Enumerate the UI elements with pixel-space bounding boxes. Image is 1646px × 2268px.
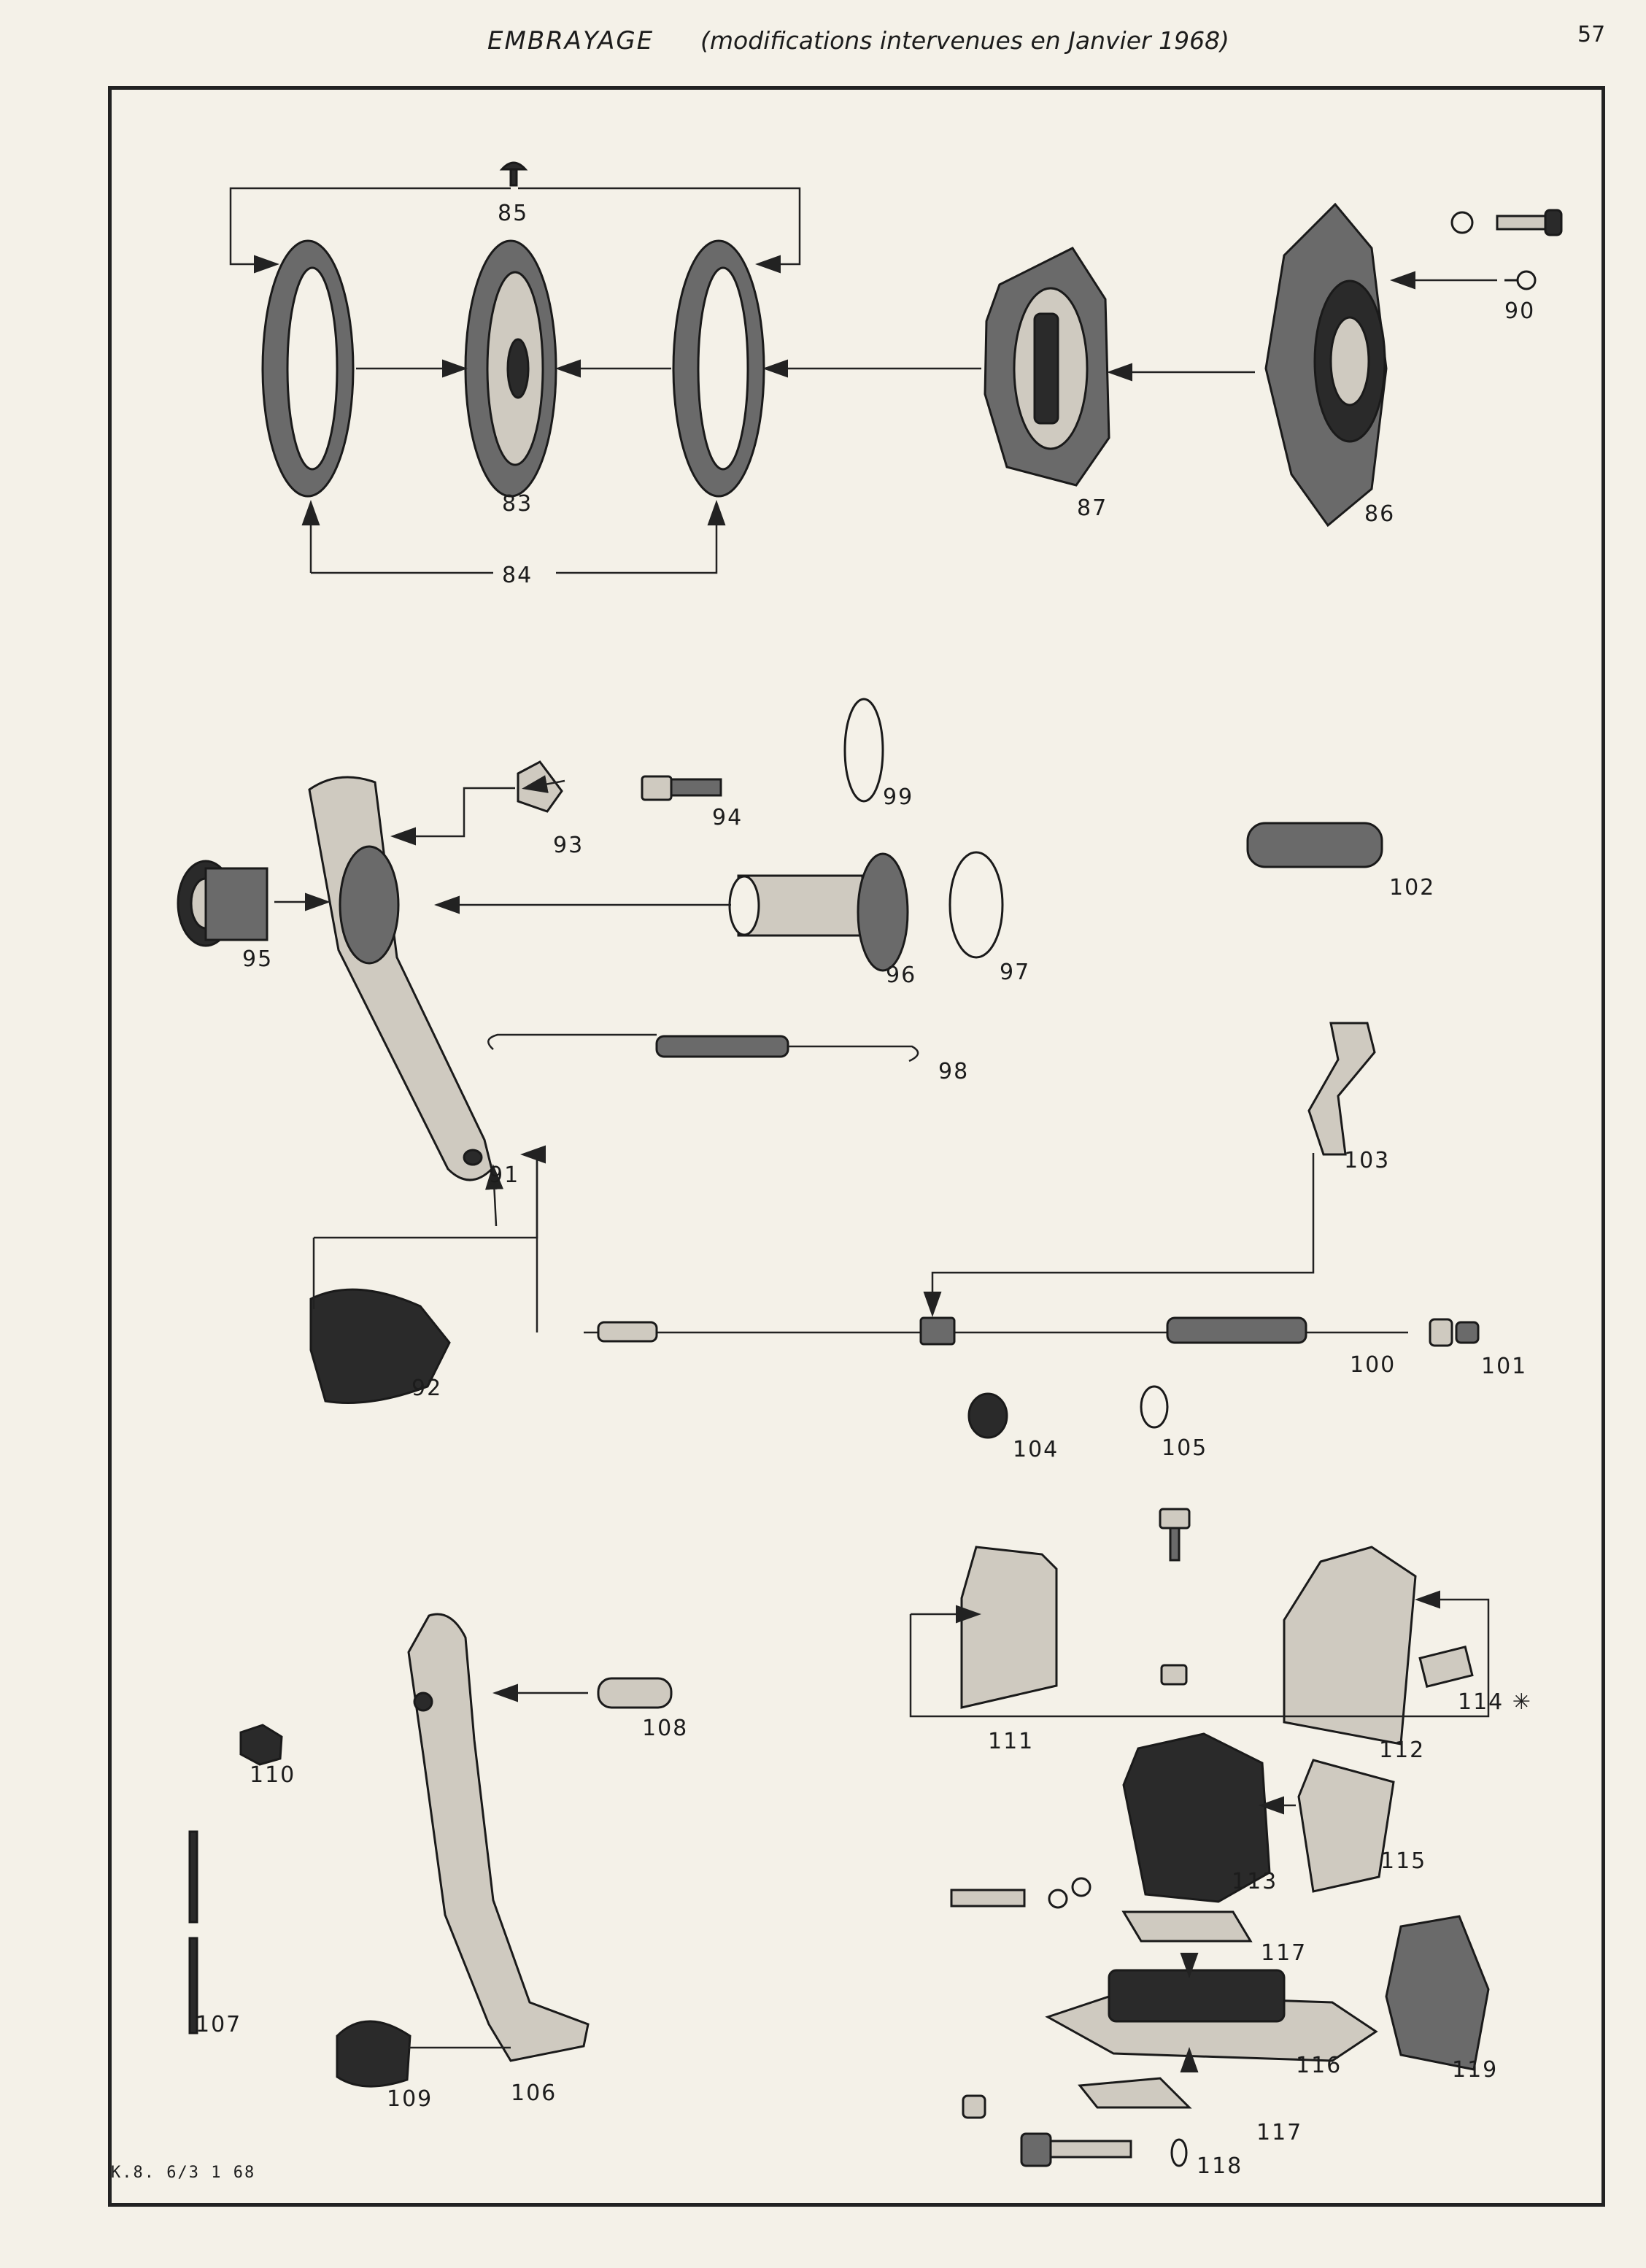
callout-114: 114 ✳ xyxy=(1458,1689,1532,1715)
part-99-ring xyxy=(843,698,884,803)
callout-101: 101 xyxy=(1481,1354,1527,1379)
callout-84: 84 xyxy=(502,563,533,588)
section-2-leader-lines xyxy=(274,775,1315,1332)
callout-110: 110 xyxy=(250,1762,295,1788)
part-87-pressure-plate xyxy=(984,247,1110,487)
callout-109: 109 xyxy=(387,2086,433,2112)
callout-96: 96 xyxy=(886,963,916,988)
part-119-block xyxy=(1385,1915,1490,2071)
callout-103: 103 xyxy=(1344,1148,1390,1173)
callout-94: 94 xyxy=(712,805,743,830)
callout-83: 83 xyxy=(502,491,533,517)
callout-99: 99 xyxy=(883,784,913,810)
part-113-rubber-mount xyxy=(1122,1732,1271,1903)
callout-119: 119 xyxy=(1452,2057,1498,2083)
part-91-release-fork xyxy=(308,776,493,1181)
callout-112: 112 xyxy=(1379,1737,1425,1763)
callout-labels: 85 83 84 87 86 90 99 93 94 102 95 96 97 … xyxy=(111,201,1535,2182)
part-85-rivet xyxy=(499,161,528,187)
section-1-leader-lines xyxy=(229,187,1497,574)
callout-93: 93 xyxy=(553,833,584,858)
part-104-bush xyxy=(967,1392,1008,1439)
part-94-bolt xyxy=(641,775,722,801)
callout-98: 98 xyxy=(938,1059,969,1084)
part-97-seal-ring xyxy=(948,851,1004,959)
callout-107: 107 xyxy=(196,2012,242,2037)
callout-105: 105 xyxy=(1162,1435,1208,1461)
callout-108: 108 xyxy=(642,1716,688,1741)
part-111-mount-bracket xyxy=(960,1546,1058,1709)
callout-87: 87 xyxy=(1077,495,1108,521)
part-96-guide-tube xyxy=(728,852,909,972)
part-95-release-bearing xyxy=(177,860,268,947)
page-subtitle: (modifications intervenues en Janvier 19… xyxy=(700,26,1229,55)
section-3-leader-lines xyxy=(409,1590,1490,2072)
part-105-washer xyxy=(1140,1385,1169,1429)
part-103-bracket xyxy=(1307,1022,1376,1156)
part-86-clutch-cover xyxy=(1264,202,1388,528)
callout-118: 118 xyxy=(1197,2153,1243,2179)
part-118-screw-set xyxy=(962,2094,1188,2167)
part-114-plate xyxy=(1418,1646,1474,1688)
part-112-support-bracket xyxy=(1283,1546,1417,1746)
part-115-cover xyxy=(1297,1759,1395,1893)
callout-113: 113 xyxy=(1232,1869,1278,1894)
callout-91: 91 xyxy=(489,1162,519,1188)
page-title: EMBRAYAGE xyxy=(487,26,654,55)
part-117-pad-top xyxy=(1121,1910,1253,1943)
part-84-lining-left xyxy=(261,239,355,498)
part-84-lining-right xyxy=(672,239,765,498)
footer-reference: K.8. 6/3 1 68 xyxy=(111,2164,255,2182)
part-92-rubber-boot xyxy=(309,1288,451,1404)
page-number: 57 xyxy=(1577,22,1606,47)
part-90-bolts xyxy=(1450,209,1563,290)
part-117-pad-bottom xyxy=(1078,2077,1192,2109)
part-110-grommet xyxy=(239,1724,283,1766)
callout-116: 116 xyxy=(1296,2053,1342,2078)
callout-100: 100 xyxy=(1350,1352,1396,1378)
part-108-spacer xyxy=(597,1677,673,1709)
callout-85: 85 xyxy=(498,201,528,226)
part-109-pedal-pad xyxy=(336,2020,412,2088)
part-102-bellows xyxy=(1246,822,1383,868)
callout-111: 111 xyxy=(988,1729,1034,1754)
callout-95: 95 xyxy=(242,946,273,972)
part-83-clutch-disc xyxy=(464,239,557,498)
part-107-pins xyxy=(188,1830,198,2034)
callout-92: 92 xyxy=(412,1376,442,1401)
callout-97: 97 xyxy=(1000,960,1030,985)
part-116-base-plate xyxy=(1045,1969,1378,2062)
callout-104: 104 xyxy=(1013,1437,1059,1462)
callout-102: 102 xyxy=(1389,875,1435,900)
callout-115: 115 xyxy=(1380,1848,1426,1874)
part-106-pedal-lever xyxy=(407,1613,590,2062)
part-98-return-spring xyxy=(487,1033,919,1062)
part-100-clutch-cable xyxy=(584,1316,1408,1346)
mount-hardware xyxy=(950,1508,1191,1909)
diagram-frame xyxy=(108,86,1605,2207)
part-93-clip xyxy=(517,760,563,813)
page-header: EMBRAYAGE (modifications intervenues en … xyxy=(0,22,1646,66)
callout-106: 106 xyxy=(511,2080,557,2106)
part-101-nut xyxy=(1429,1318,1480,1347)
callout-117-top: 117 xyxy=(1261,1940,1307,1966)
callout-117-bottom: 117 xyxy=(1256,2120,1302,2145)
callout-86: 86 xyxy=(1364,501,1395,527)
callout-90: 90 xyxy=(1504,298,1535,324)
